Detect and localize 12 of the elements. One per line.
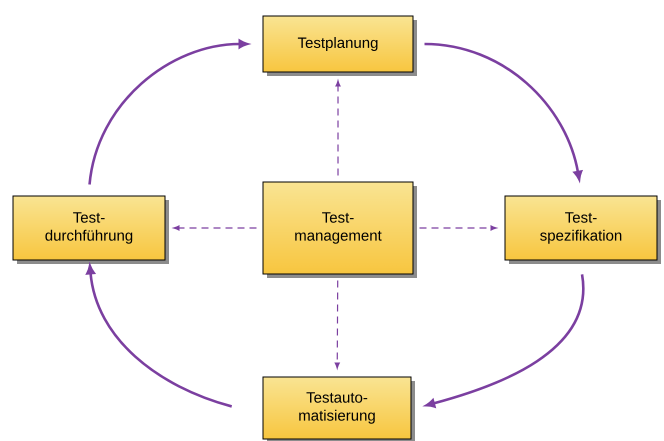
process-box: Testauto- matisierung	[262, 376, 415, 441]
arrow	[334, 280, 340, 369]
process-box: Test- management	[262, 181, 417, 278]
arrow	[173, 225, 256, 231]
process-box: Test- spezifikation	[504, 196, 661, 264]
arrow	[88, 40, 248, 185]
process-box: Test- durchführung	[12, 196, 169, 264]
arrow	[424, 42, 582, 180]
arrow	[420, 225, 497, 231]
arrow	[335, 80, 341, 176]
arrow	[86, 264, 232, 408]
process-box: Testplanung	[262, 16, 417, 76]
